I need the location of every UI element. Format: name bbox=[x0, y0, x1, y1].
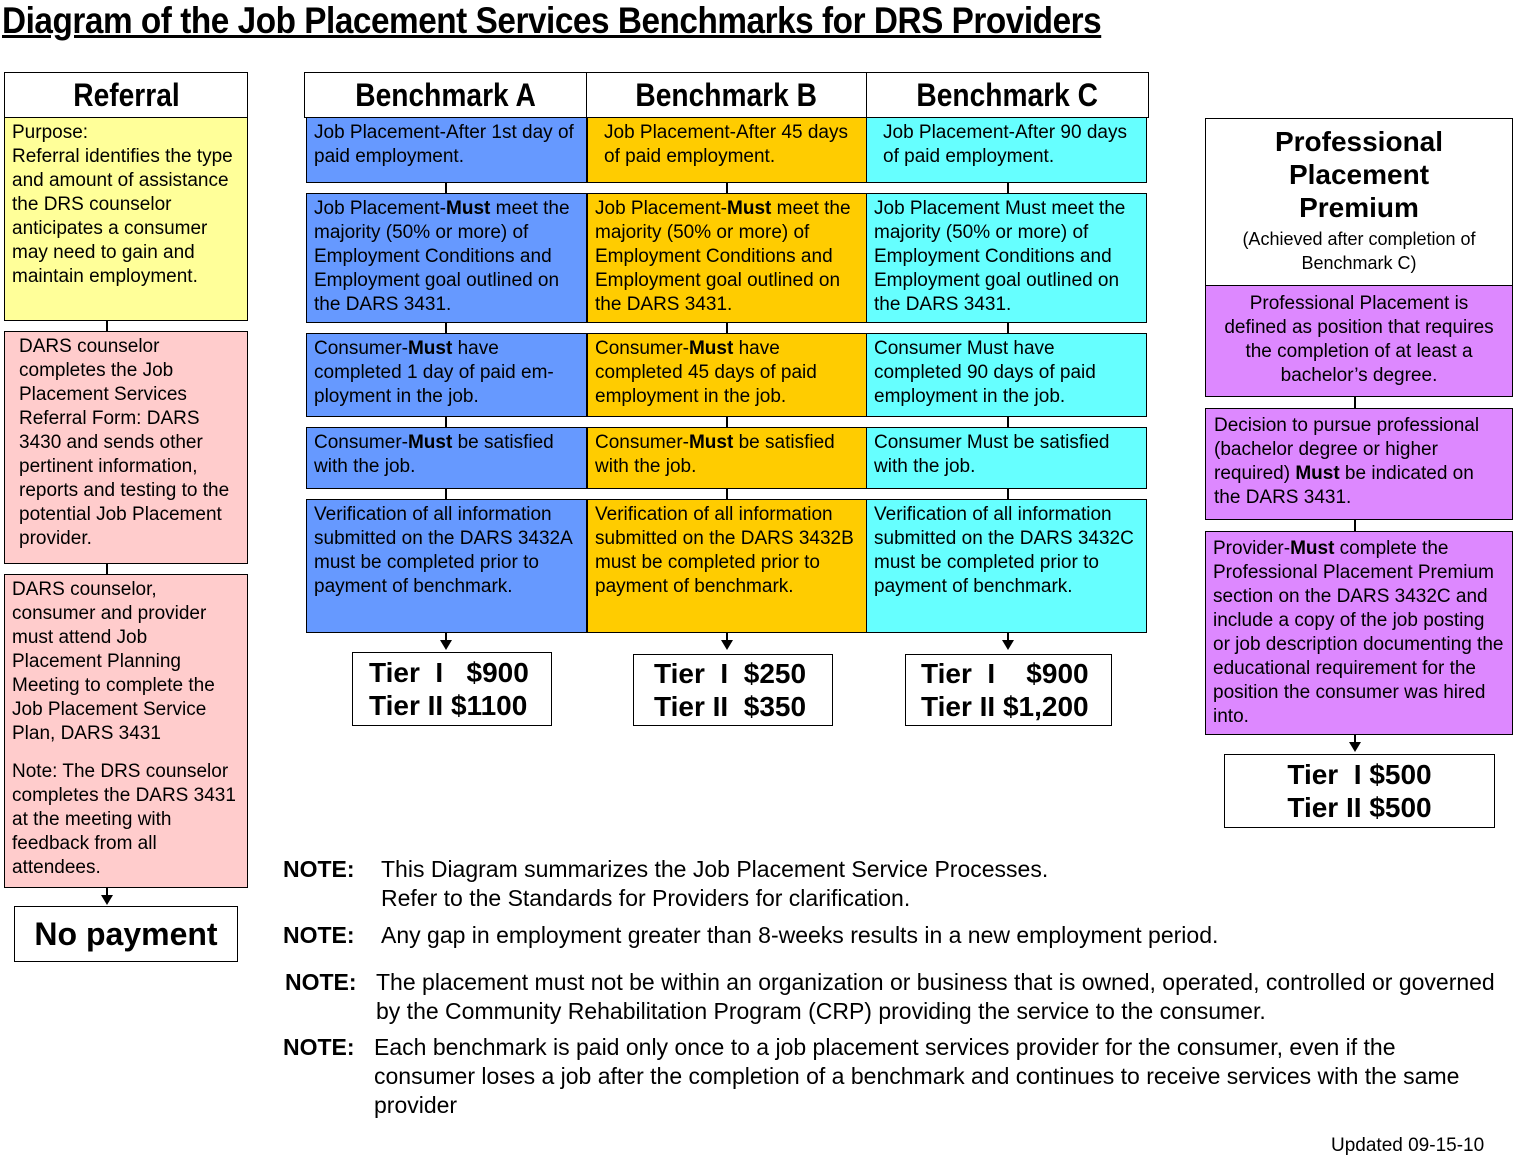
connector-line bbox=[726, 416, 728, 428]
tier-2-amount: Tier II $350 bbox=[654, 691, 807, 722]
referral-header: Referral bbox=[4, 72, 248, 118]
purpose-label: Purpose: bbox=[12, 122, 89, 143]
connector-line bbox=[726, 182, 728, 194]
benchmark-c-tier-box: Tier I $900 Tier II $1,200 bbox=[905, 654, 1112, 726]
benchmark-a-verification: Verification of all information submitte… bbox=[306, 499, 587, 633]
connector-line bbox=[445, 322, 447, 334]
benchmark-c-timing: Job Placement-After 90 days of paid empl… bbox=[866, 117, 1147, 183]
premium-tier-box: Tier I $500 Tier II $500 bbox=[1224, 754, 1495, 828]
connector-line bbox=[1354, 519, 1356, 531]
benchmark-b-header: Benchmark B bbox=[586, 72, 867, 118]
tier-1-amount: Tier I $900 bbox=[369, 657, 529, 688]
note-text: This Diagram summarizes the Job Placemen… bbox=[381, 856, 1049, 911]
benchmark-b-verification: Verification of all information submitte… bbox=[587, 499, 867, 633]
benchmark-c-conditions: Job Placement Must meet the majority (50… bbox=[866, 193, 1147, 323]
note-label: NOTE: bbox=[285, 969, 357, 995]
note-label: NOTE: bbox=[283, 922, 355, 948]
arrow-down-icon bbox=[101, 895, 113, 905]
note-text: The placement must not be within an orga… bbox=[376, 969, 1495, 1024]
arrow-down-icon bbox=[1002, 640, 1014, 650]
benchmark-b-conditions: Job Placement-Must meet the majority (50… bbox=[587, 193, 867, 323]
connector-line bbox=[445, 488, 447, 500]
tier-1-amount: Tier I $500 bbox=[1287, 759, 1432, 790]
updated-date: Updated 09-15-10 bbox=[1331, 1135, 1485, 1156]
connector-line bbox=[1007, 488, 1009, 500]
benchmark-a-conditions: Job Placement-Must meet the majority (50… bbox=[306, 193, 587, 323]
connector-line bbox=[1354, 735, 1356, 743]
premium-header-box: Professional Placement Premium (Achieved… bbox=[1205, 118, 1513, 286]
connector-line bbox=[1007, 182, 1009, 194]
connector-line bbox=[106, 563, 108, 575]
premium-header: Professional Placement Premium bbox=[1274, 126, 1444, 223]
premium-definition-box: Professional Placement is defined as pos… bbox=[1205, 285, 1513, 397]
connector-line bbox=[445, 416, 447, 428]
page-title: Diagram of the Job Placement Services Be… bbox=[2, 0, 1102, 41]
referral-step-meeting-note: Note: The DRS counselor completes the DA… bbox=[12, 761, 236, 878]
tier-1-amount: Tier I $250 bbox=[654, 658, 807, 689]
arrow-down-icon bbox=[440, 640, 452, 650]
benchmark-c-header: Benchmark C bbox=[866, 72, 1149, 118]
premium-subheader: (Achieved after completion of Benchmark … bbox=[1242, 229, 1476, 273]
tier-2-amount: Tier II $500 bbox=[1287, 792, 1432, 823]
benchmark-b-satisfaction: Consumer-Must be satisfied with the job. bbox=[587, 427, 867, 489]
referral-step-meeting-box: DARS counselor, consumer and provider mu… bbox=[4, 574, 248, 888]
connector-line bbox=[1007, 322, 1009, 334]
connector-line bbox=[1007, 633, 1009, 641]
note-label: NOTE: bbox=[283, 856, 355, 882]
connector-line bbox=[445, 633, 447, 641]
connector-line bbox=[1354, 396, 1356, 408]
referral-step-form-text: DARS counselor completes the Job Placeme… bbox=[19, 336, 230, 549]
benchmark-a-timing: Job Placement-After 1st day of paid empl… bbox=[306, 117, 587, 183]
note-label: NOTE: bbox=[283, 1034, 355, 1060]
note-text: Any gap in employment greater than 8-wee… bbox=[381, 922, 1219, 948]
benchmark-c-duration: Consumer Must have completed 90 days of … bbox=[866, 333, 1147, 417]
connector-line bbox=[726, 633, 728, 641]
benchmark-a-tier-box: Tier I $900 Tier II $1100 bbox=[352, 652, 552, 726]
premium-decision-box: Decision to pursue professional (bachelo… bbox=[1205, 408, 1513, 520]
benchmark-c-verification: Verification of all information submitte… bbox=[866, 499, 1147, 633]
purpose-text: Referral identifies the type and amount … bbox=[12, 146, 233, 287]
connector-line bbox=[726, 488, 728, 500]
arrow-down-icon bbox=[1349, 742, 1361, 752]
no-payment-box: No payment bbox=[14, 906, 238, 962]
premium-provider-box: Provider-Must complete the Professional … bbox=[1205, 531, 1513, 735]
benchmark-b-timing: Job Placement-After 45 days of paid empl… bbox=[587, 117, 867, 183]
connector-line bbox=[106, 887, 108, 895]
benchmark-a-duration: Consumer-Must have completed 1 day of pa… bbox=[306, 333, 587, 417]
tier-2-amount: Tier II $1,200 bbox=[921, 691, 1089, 722]
tier-1-amount: Tier I $900 bbox=[921, 658, 1089, 689]
note-text: Each benchmark is paid only once to a jo… bbox=[374, 1034, 1460, 1118]
benchmark-a-header: Benchmark A bbox=[304, 72, 587, 118]
benchmark-c-satisfaction: Consumer Must be satisfied with the job. bbox=[866, 427, 1147, 489]
benchmark-a-satisfaction: Consumer-Must be satisfied with the job. bbox=[306, 427, 587, 489]
benchmark-b-tier-box: Tier I $250 Tier II $350 bbox=[633, 654, 833, 726]
tier-2-amount: Tier II $1100 bbox=[369, 690, 528, 721]
referral-step-meeting-text: DARS counselor, consumer and provider mu… bbox=[12, 579, 215, 744]
referral-step-form-box: DARS counselor completes the Job Placeme… bbox=[4, 331, 248, 564]
connector-line bbox=[106, 320, 108, 332]
referral-purpose-box: Purpose: Referral identifies the type an… bbox=[4, 117, 248, 321]
arrow-down-icon bbox=[721, 640, 733, 650]
connector-line bbox=[726, 322, 728, 334]
connector-line bbox=[1007, 416, 1009, 428]
benchmark-b-duration: Consumer-Must have completed 45 days of … bbox=[587, 333, 867, 417]
connector-line bbox=[445, 182, 447, 194]
